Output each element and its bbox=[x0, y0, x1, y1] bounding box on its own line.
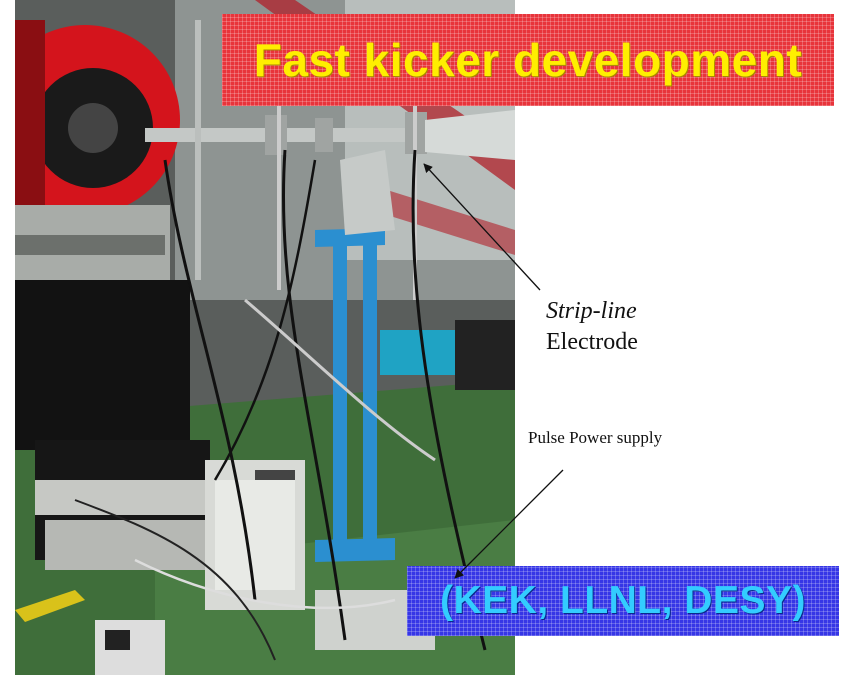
title-text: Fast kicker development bbox=[253, 34, 803, 86]
title-banner: Fast kicker development bbox=[222, 14, 834, 106]
affiliation-banner: (KEK, LLNL, DESY) bbox=[407, 566, 839, 636]
stripline-line2: Electrode bbox=[546, 329, 638, 355]
stripline-line1: Strip-line bbox=[546, 298, 637, 324]
stripline-electrode-label: Strip-line Electrode bbox=[546, 296, 638, 358]
pulse-power-label: Pulse Power supply bbox=[528, 428, 663, 447]
affiliation-text: (KEK, LLNL, DESY) bbox=[440, 579, 806, 622]
